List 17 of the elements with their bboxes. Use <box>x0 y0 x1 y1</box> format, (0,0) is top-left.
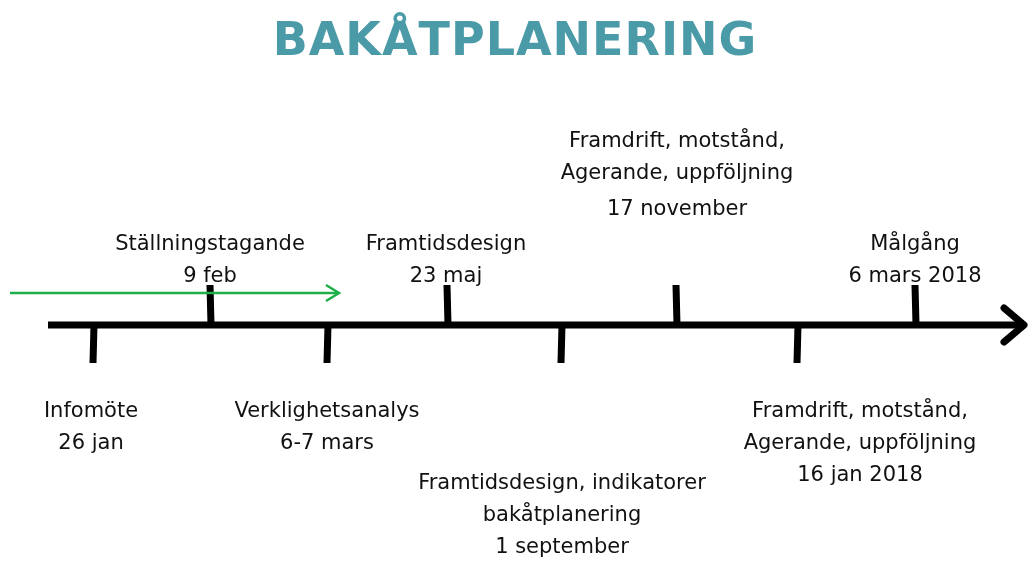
event-label: Framdrift, motstånd, Agerande, uppföljning <box>742 397 978 456</box>
event-label: Infomöte <box>42 397 140 424</box>
date-label: 1 september <box>494 533 630 560</box>
event-label: Verklighetsanalys <box>233 397 421 424</box>
date-label: 23 maj <box>408 262 484 289</box>
date-label: 6 mars 2018 <box>847 262 983 289</box>
date-label: 16 jan 2018 <box>796 461 924 488</box>
date-label: 9 feb <box>182 262 238 289</box>
event-label: Framtidsdesign <box>364 230 528 257</box>
event-label: Framdrift, motstånd, Agerande, uppföljning <box>559 127 795 186</box>
event-label: Ställningstagande <box>114 230 306 257</box>
date-label: 6-7 mars <box>279 429 375 456</box>
event-label: Framtidsdesign, indikatorer bakåtplanering <box>417 469 707 528</box>
date-label: 17 november <box>605 195 749 222</box>
date-label: 26 jan <box>57 429 125 456</box>
title: BAKÅTPLANERING <box>271 12 759 66</box>
event-label: Målgång <box>869 230 961 257</box>
